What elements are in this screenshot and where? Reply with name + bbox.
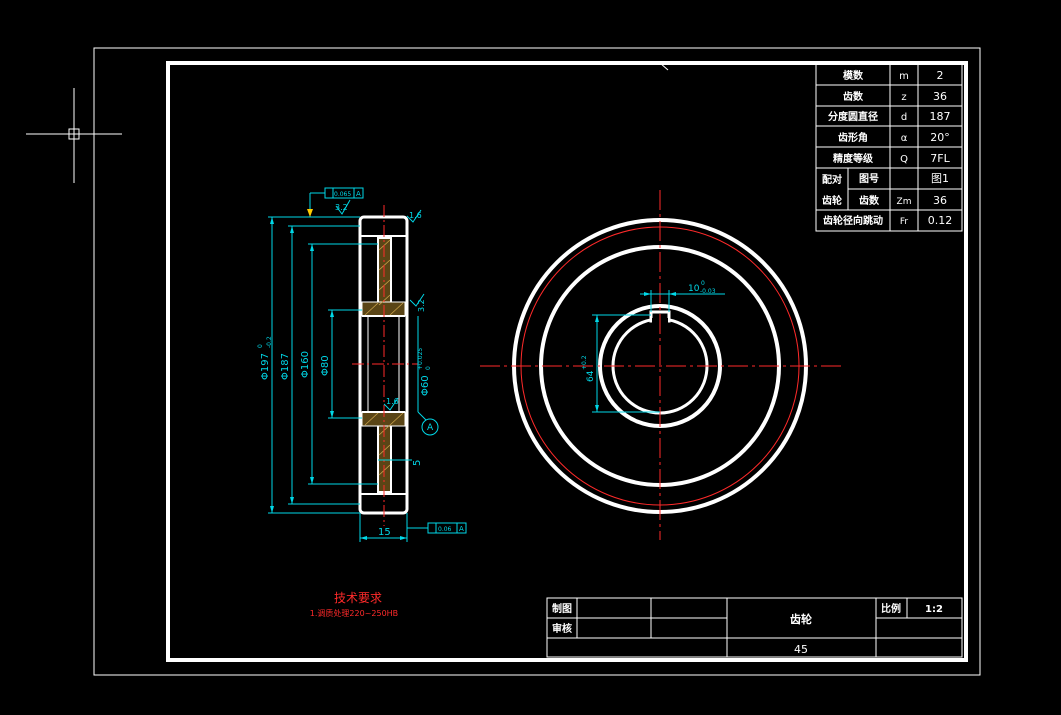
mating-drawing-no-value: 图1 [931, 172, 949, 185]
param-name-2: 分度圆直径 [828, 110, 878, 123]
dim-keyway-width: 10 [688, 284, 700, 294]
gear-parameter-table: 模数 m 2 齿数 z 36 分度圆直径 d 187 齿形角 α 20° 精度等… [815, 63, 963, 232]
title-block-material: 45 [794, 643, 808, 656]
param-symbol-3: α [901, 133, 908, 144]
gtol-top-value: 0.065 [334, 191, 351, 198]
param-symbol-0: m [899, 71, 909, 82]
dim-keyway-depth: 64 [586, 370, 596, 382]
front-dimensions [592, 290, 725, 413]
title-block-scale-label: 比例 [881, 602, 901, 615]
runout-value: 0.12 [928, 214, 953, 227]
inner-border [166, 61, 968, 662]
param-name-3: 齿形角 [838, 131, 868, 144]
tech-requirements-item-1: 1.调质处理220~250HB [310, 608, 398, 618]
dim-keyway-width-tol-lower: -0.03 [700, 288, 716, 295]
mating-teeth-value: 36 [933, 194, 947, 207]
dim-d-tip-tol-lower: -0.2 [266, 336, 273, 348]
mating-teeth-symbol: Zm [897, 197, 912, 207]
dim-d-80: Φ80 [320, 355, 331, 376]
param-value-0: 2 [937, 69, 944, 82]
rough-top: 1.6 [409, 211, 422, 220]
param-symbol-1: z [901, 92, 906, 103]
dim-keyway-depth-tol: +0.2 [581, 355, 588, 370]
param-value-3: 20° [930, 131, 950, 144]
dim-d-tip: Φ197 [260, 353, 271, 380]
title-block-scale-value: 1:2 [925, 604, 943, 615]
param-symbol-4: Q [900, 154, 908, 165]
runout-name: 齿轮径向跳动 [823, 214, 883, 227]
dim-d-tip-tol-upper: 0 [257, 344, 264, 348]
mating-label-line2: 齿轮 [822, 194, 842, 207]
param-value-2: 187 [930, 110, 951, 123]
dim-d-160: Φ160 [300, 351, 311, 378]
crosshair-cursor-icon [26, 88, 122, 183]
gtol-top-datum: A [356, 190, 361, 198]
rough-right: 3.2 [417, 299, 426, 312]
param-value-4: 7FL [930, 152, 950, 165]
param-symbol-2: d [901, 112, 907, 123]
param-name-1: 齿数 [843, 90, 864, 103]
datum-label: A [427, 423, 434, 433]
mating-drawing-no-label: 图号 [859, 173, 879, 185]
rough-bore: 1.6 [386, 397, 399, 406]
mating-label-line1: 配对 [822, 173, 842, 186]
outer-border [93, 47, 981, 676]
gtol-bottom-value: 0.06 [438, 526, 452, 533]
mating-teeth-label: 齿数 [859, 194, 880, 207]
title-block: 制图 审核 齿轮 比例 1:2 45 [546, 597, 963, 658]
rough-left: 3.2 [335, 203, 348, 212]
gear-front-view [480, 190, 842, 540]
dim-d-bore-tol-lower: 0 [425, 366, 432, 370]
dim-d-bore: Φ60 [420, 375, 431, 396]
title-block-draw-label: 制图 [552, 602, 572, 615]
dim-d-pitch: Φ187 [280, 353, 291, 380]
param-name-0: 模数 [843, 69, 864, 82]
dim-d-bore-tol-upper: +0.025 [417, 348, 424, 370]
gtol-bottom-datum: A [459, 525, 464, 533]
dim-web: 5 [412, 460, 423, 466]
runout-symbol: Fr [900, 217, 909, 227]
param-value-1: 36 [933, 90, 947, 103]
dim-keyway-width-tol-upper: 0 [701, 280, 705, 287]
section-dimensions [268, 192, 439, 542]
title-block-review-label: 审核 [552, 622, 572, 635]
dim-width: 15 [378, 527, 391, 538]
gear-section-view [352, 205, 418, 526]
param-name-4: 精度等级 [833, 152, 874, 165]
tech-requirements-title: 技术要求 [334, 591, 382, 605]
title-block-part-name: 齿轮 [790, 612, 812, 626]
